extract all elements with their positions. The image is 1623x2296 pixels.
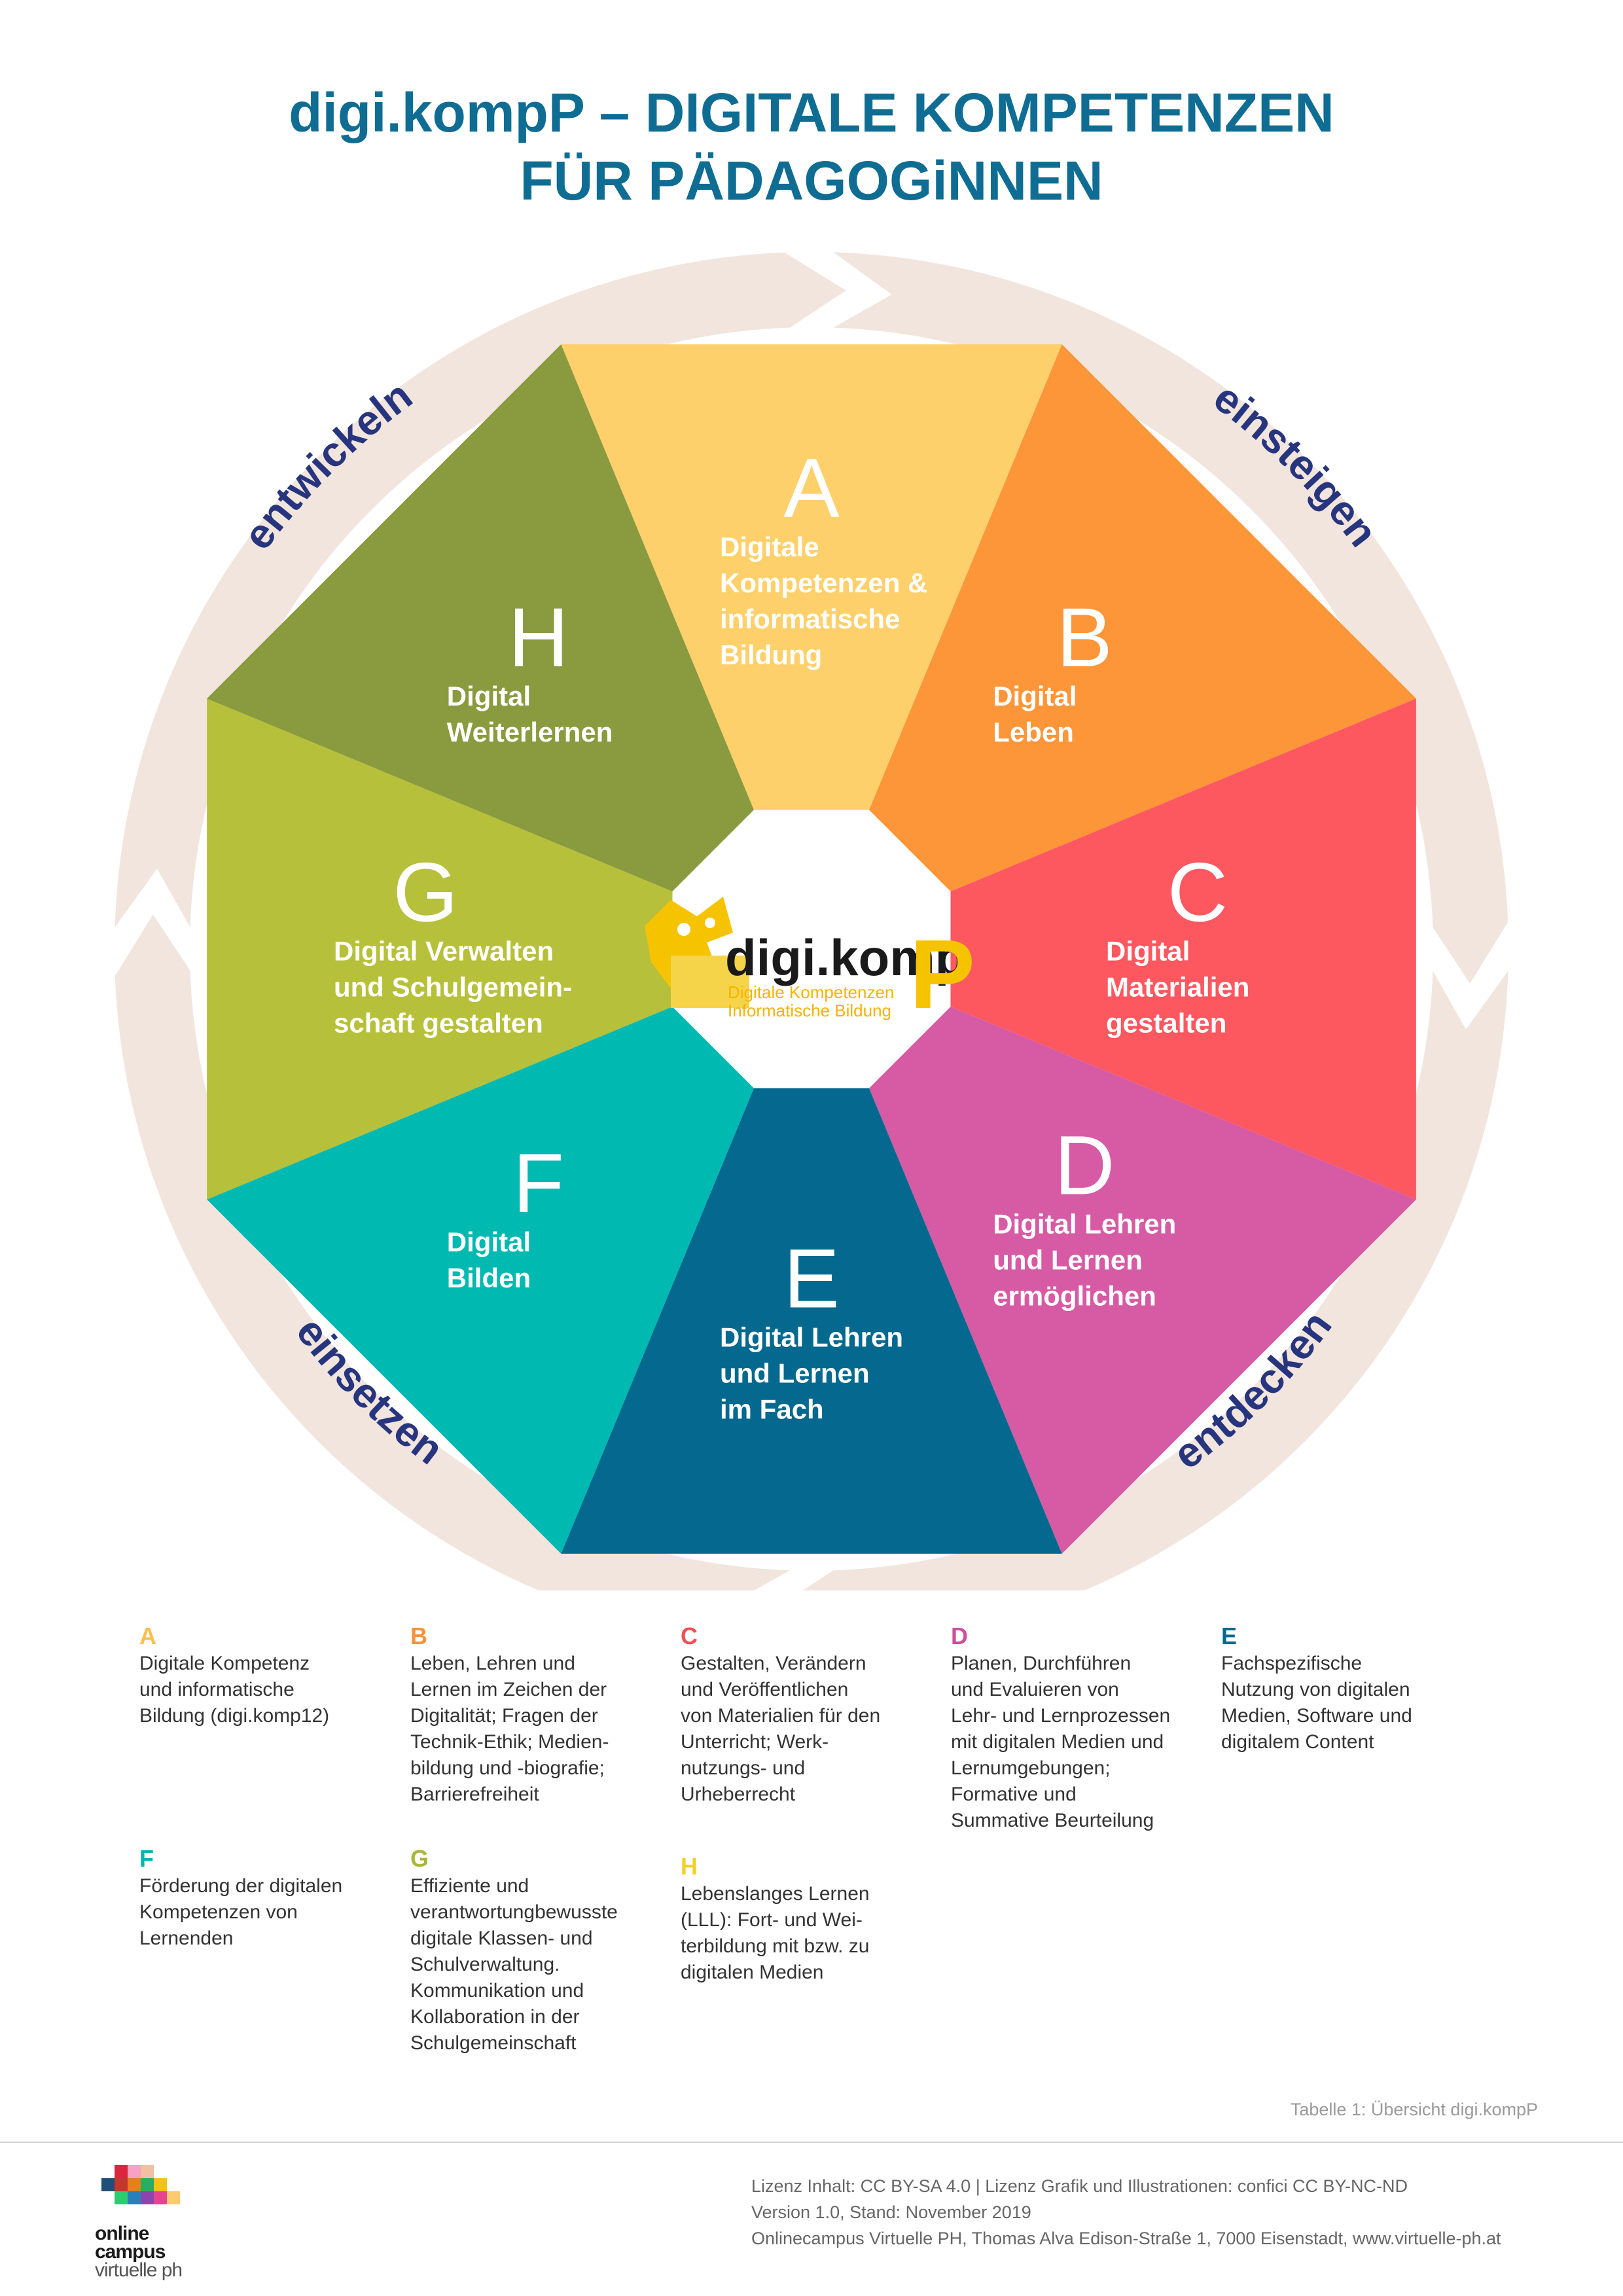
legend-item-b: B Leben, Lehren und Lernen im Zeichen der… <box>410 1623 659 1808</box>
segment-b <box>869 344 1416 891</box>
segment-label-line: Digital <box>1106 936 1190 967</box>
segment-label-line: Kompetenzen & <box>720 567 927 598</box>
segment-letter: E <box>783 1232 839 1326</box>
legend-letter: D <box>951 1623 968 1649</box>
segment-label-line: Digital Verwalten <box>334 936 554 967</box>
legend-item-h: H Lebenslanges Lernen (LLL): Fort- und We… <box>681 1854 929 1986</box>
legend-item-g: G Effiziente und verantwortungbewusste di… <box>410 1846 659 2056</box>
segment-label-line: im Fach <box>720 1394 824 1425</box>
segment-label-line: Digital <box>993 681 1077 711</box>
brand-word-online: online <box>95 2223 149 2244</box>
page-title: digi.kompP – DIGITALE KOMPETENZEN FÜR PÄ… <box>0 79 1623 215</box>
segment-f <box>207 1007 754 1554</box>
cycle-arrow-cut <box>778 249 892 335</box>
legend-description: Digitale Kompetenz und informatische Bil… <box>139 1653 330 1727</box>
legend-item-d: D Planen, Durchführen und Evaluieren von … <box>951 1623 1200 1834</box>
logo-letter-p: P <box>910 919 975 1029</box>
segment-g <box>207 698 673 1200</box>
segment-label-line: Leben <box>993 717 1074 747</box>
segment-label-line: Digital <box>447 681 531 711</box>
cycle-arrow-cut <box>1425 912 1515 1030</box>
segment-label-line: Digital Lehren <box>720 1322 903 1353</box>
legend-letter: A <box>139 1623 156 1649</box>
legend-letter: H <box>681 1853 698 1880</box>
cycle-ring-band <box>115 252 1508 1590</box>
footer-license: Lizenz Inhalt: CC BY-SA 4.0 | Lizenz Gra… <box>751 2173 1501 2251</box>
legend-description: Leben, Lehren und Lernen im Zeichen der … <box>410 1653 609 1805</box>
legend-description: Lebenslanges Lernen (LLL): Fort- und Wei… <box>681 1883 870 1983</box>
segment-letter: D <box>1054 1119 1115 1213</box>
legend-description: Gestalten, Verändern und Veröffentlichen… <box>681 1653 881 1805</box>
legend-letter: E <box>1221 1623 1238 1649</box>
cycle-ring <box>108 249 1515 1590</box>
legend-description: Fachspezifische Nutzung von digitalen Me… <box>1221 1653 1412 1753</box>
logo-subtitle-2: Informatische Bildung <box>728 1001 891 1020</box>
footer-line: Version 1.0, Stand: November 2019 <box>751 2202 1031 2222</box>
table-caption: Tabelle 1: Übersicht digi.kompP <box>1290 2100 1538 2119</box>
segment-a <box>561 344 1062 810</box>
segment-label-line: ermöglichen <box>993 1281 1156 1312</box>
segment-label-line: gestalten <box>1106 1008 1226 1039</box>
legend-item-f: F Förderung der digitalen Kompetenzen von… <box>139 1846 388 1952</box>
center-logo: digi.komp P Digitale Kompetenzen Informa… <box>645 897 975 1029</box>
segment-label-line: und Lernen <box>993 1245 1143 1276</box>
legend-item-a: A Digitale Kompetenz und informatische Bi… <box>139 1623 388 1729</box>
segment-label-line: Digital Lehren <box>993 1209 1176 1240</box>
segment-e <box>561 1088 1062 1554</box>
pixel-mosaic-icon <box>101 2165 180 2204</box>
segment-letter: H <box>508 591 569 685</box>
legend-description: Planen, Durchführen und Evaluieren von L… <box>951 1653 1171 1831</box>
cycle-arrow-cut <box>754 1563 844 1590</box>
segment-letter: G <box>393 846 458 940</box>
brand-logo <box>95 2165 187 2221</box>
legend-item-e: E Fachspezifische Nutzung von digitalen M… <box>1221 1623 1470 1755</box>
segment-letter: B <box>1057 591 1113 685</box>
title-line-2: FÜR PÄDAGOGiNNEN <box>520 150 1103 211</box>
segment-label-line: schaft gestalten <box>334 1008 543 1039</box>
legend-description: Förderung der digitalen Kompetenzen von … <box>139 1875 343 1949</box>
logo-subtitle-1: Digitale Kompetenzen <box>728 982 894 1002</box>
segment-letter: F <box>513 1137 564 1230</box>
segment-label-line: informatische <box>720 603 900 634</box>
legend-letter: F <box>139 1845 154 1872</box>
segment-label-line: und Lernen <box>720 1358 870 1389</box>
legend-letter: G <box>410 1845 429 1872</box>
segment-label-line: Bilden <box>447 1263 531 1293</box>
segment-h <box>207 344 754 891</box>
footer-line: Onlinecampus Virtuelle PH, Thomas Alva E… <box>751 2229 1501 2248</box>
footer-divider <box>0 2142 1623 2143</box>
segment-letter: C <box>1168 846 1228 940</box>
brand-word-campus: campus <box>95 2241 166 2263</box>
segment-label-line: Bildung <box>720 639 822 670</box>
segment-label-line: Weiterlernen <box>447 717 613 747</box>
segment-label-line: Digital <box>447 1227 531 1257</box>
segment-letter: A <box>783 442 840 535</box>
brand-word-virtuelle-ph: virtuelle ph <box>95 2259 183 2281</box>
puzzle-icon <box>645 897 749 1008</box>
segment-label-line: Digitale <box>720 531 819 562</box>
legend-letter: B <box>410 1623 427 1649</box>
legend-description: Effiziente und verantwortungbewusste dig… <box>410 1875 618 2054</box>
title-line-1: digi.kompP – DIGITALE KOMPETENZEN <box>289 82 1334 143</box>
segment-c <box>950 698 1416 1200</box>
segment-d <box>869 1007 1416 1554</box>
footer-line: Lizenz Inhalt: CC BY-SA 4.0 | Lizenz Gra… <box>751 2176 1408 2196</box>
segment-label-line: und Schulgemein- <box>334 972 572 1003</box>
segment-label-line: Materialien <box>1106 972 1249 1003</box>
cycle-arrow-cut <box>108 869 198 986</box>
legend-letter: C <box>681 1623 698 1649</box>
center-octagon <box>672 810 951 1088</box>
logo-word: digi.komp <box>725 929 966 986</box>
legend-item-c: C Gestalten, Verändern und Veröffentliche… <box>681 1623 929 1808</box>
